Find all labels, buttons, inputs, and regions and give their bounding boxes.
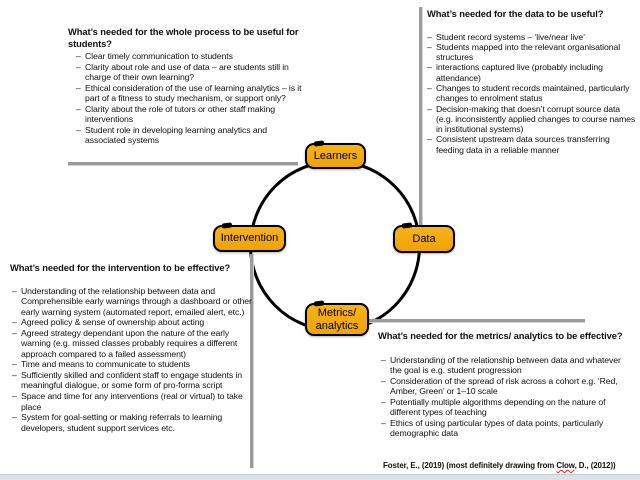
dash-bullet-icon: – — [12, 359, 17, 370]
bullet-item-text: Student role in developing learning anal… — [85, 124, 268, 146]
arrowhead-nub-icon — [221, 222, 233, 229]
citation-prefix: Foster, E., (2019) (most definitely draw… — [383, 460, 557, 470]
dash-bullet-icon: – — [12, 317, 17, 328]
node-learners: Learners — [305, 140, 366, 169]
bullet-item-text: Understanding of the relationship betwee… — [21, 285, 252, 317]
bullet-item: – Time and means to communicate to stude… — [12, 359, 254, 370]
dash-bullet-icon: – — [12, 327, 17, 338]
dash-bullet-icon: – — [427, 31, 432, 42]
bullet-item-text: Ethics of using particular types of data… — [390, 417, 604, 439]
bullet-item-text: Clarity about role and use of data – are… — [85, 61, 289, 83]
bullet-item-text: Changes to student records maintained, p… — [436, 82, 630, 104]
bullet-item-text: System for goal-setting or making referr… — [21, 412, 223, 433]
dash-bullet-icon: – — [76, 51, 81, 61]
node-intervention: Intervention — [213, 222, 286, 252]
dash-bullet-icon: – — [427, 41, 432, 52]
citation: Foster, E., (2019) (most definitely draw… — [383, 460, 616, 470]
bullet-item: – Clarity about the role of tutors or ot… — [76, 104, 308, 125]
bullet-item-text: Agreed strategy dependant upon the natur… — [21, 327, 238, 359]
connector-line-data — [419, 7, 422, 225]
arrowhead-nub-icon — [313, 300, 325, 307]
bullet-item: – interactions captured live (probably i… — [427, 62, 639, 83]
dash-bullet-icon: – — [381, 417, 386, 428]
dash-bullet-icon: – — [427, 82, 432, 93]
bullet-item: – Decision-making that doesn’t corrupt s… — [427, 104, 639, 135]
note-whole-process-heading: What’s needed for the whole process to b… — [68, 26, 299, 49]
bullet-item-text: Decision-making that doesn’t corrupt sou… — [436, 103, 636, 135]
bullet-item: – Clarity about role and use of data – a… — [76, 62, 308, 83]
arrowhead-nub-icon — [401, 222, 413, 229]
node-metrics-analytics: Metrics/ analytics — [305, 300, 369, 336]
dash-bullet-icon: – — [427, 103, 432, 114]
note-intervention-effective: What’s needed for the intervention to be… — [10, 262, 254, 433]
bullet-item-text: Sufficiently skilled and confident staff… — [21, 369, 242, 391]
node-intervention-label: Intervention — [220, 232, 279, 245]
note-metrics-effective: What’s needed for the metrics/ analytics… — [378, 330, 634, 439]
bullet-item: – Ethical consideration of the use of le… — [76, 83, 308, 104]
bullet-item-text: Potentially multiple algorithms dependin… — [390, 396, 606, 418]
arrowhead-nub-icon — [313, 140, 325, 147]
citation-misspelled-word: Clow — [556, 460, 575, 470]
footer-bar — [0, 474, 640, 480]
bullet-item: – Clear timely communication to students — [76, 51, 308, 62]
note-data-useful: What’s needed for the data to be useful?… — [427, 8, 639, 155]
bullet-item-text: Consistent upstream data sources transfe… — [436, 134, 610, 155]
note-data-useful-heading: What’s needed for the data to be useful? — [427, 8, 604, 19]
bullet-item: – Consistent upstream data sources trans… — [427, 134, 639, 155]
bullet-item-text: Ethical consideration of the use of lear… — [85, 82, 302, 104]
dash-bullet-icon: – — [76, 124, 81, 135]
dash-bullet-icon: – — [76, 103, 81, 114]
bullet-item: – Changes to student records maintained,… — [427, 83, 639, 104]
connector-line-metrics — [368, 319, 585, 322]
citation-suffix: , D., (2012)) — [574, 460, 616, 470]
node-data-label: Data — [412, 232, 436, 245]
bullet-item: – Understanding of the relationship betw… — [381, 355, 634, 376]
bullet-item-text: Agreed policy & sense of ownership about… — [21, 317, 205, 328]
dash-bullet-icon: – — [76, 61, 81, 72]
bullet-item: – Student record systems – ‘live/near li… — [427, 32, 639, 42]
bullet-item-text: Clarity about the role of tutors or othe… — [85, 103, 276, 125]
bullet-item: – System for goal-setting or making refe… — [12, 412, 254, 433]
bullet-item: – Agreed strategy dependant upon the nat… — [12, 328, 254, 360]
dash-bullet-icon: – — [12, 369, 17, 380]
bullet-item-text: Student record systems – ‘live/near live… — [436, 31, 585, 42]
connector-line-intervention — [250, 254, 253, 468]
note-whole-process: What’s needed for the whole process to b… — [68, 26, 308, 146]
dash-bullet-icon: – — [12, 390, 17, 401]
bullet-item-text: Students mapped into the relevant organi… — [436, 41, 621, 63]
dash-bullet-icon: – — [427, 62, 432, 73]
note-whole-process-list: – Clear timely communication to students… — [68, 51, 308, 146]
bullet-item: – Potentially multiple algorithms depend… — [381, 397, 634, 418]
bullet-item-text: Time and means to communicate to student… — [21, 359, 190, 370]
note-data-useful-list: – Student record systems – ‘live/near li… — [427, 32, 639, 156]
bullet-item: – Space and time for any interventions (… — [12, 391, 254, 412]
dash-bullet-icon: – — [381, 375, 386, 386]
bullet-item: – Students mapped into the relevant orga… — [427, 42, 639, 63]
note-metrics-effective-list: – Understanding of the relationship betw… — [378, 355, 634, 439]
node-data: Data — [393, 222, 455, 253]
dash-bullet-icon: – — [381, 396, 386, 407]
bullet-item-text: Space and time for any interventions (re… — [21, 390, 243, 412]
dash-bullet-icon: – — [381, 354, 386, 365]
note-intervention-effective-heading: What’s needed for the intervention to be… — [10, 262, 231, 273]
bullet-item-text: interactions captured live (probably inc… — [436, 62, 603, 83]
bullet-item-text: Understanding of the relationship betwee… — [390, 354, 621, 376]
note-metrics-effective-heading: What’s needed for the metrics/ analytics… — [378, 330, 623, 341]
bullet-item: – Agreed policy & sense of ownership abo… — [12, 317, 254, 328]
note-intervention-effective-list: – Understanding of the relationship betw… — [10, 286, 254, 434]
bullet-item: – Ethics of using particular types of da… — [381, 418, 634, 439]
bullet-item: – Sufficiently skilled and confident sta… — [12, 370, 254, 391]
connector-line-process — [68, 162, 298, 165]
bullet-item: – Consideration of the spread of risk ac… — [381, 376, 634, 397]
bullet-item: – Student role in developing learning an… — [76, 125, 308, 146]
bullet-item-text: Clear timely communication to students — [85, 51, 233, 61]
node-learners-label: Learners — [313, 149, 358, 162]
dash-bullet-icon: – — [12, 285, 17, 296]
dash-bullet-icon: – — [12, 412, 17, 423]
bullet-item: – Understanding of the relationship betw… — [12, 286, 254, 318]
bullet-item-text: Consideration of the spread of risk acro… — [390, 375, 618, 397]
dash-bullet-icon: – — [427, 134, 432, 145]
dash-bullet-icon: – — [76, 82, 81, 93]
node-metrics-analytics-label: Metrics/ analytics — [315, 307, 359, 332]
